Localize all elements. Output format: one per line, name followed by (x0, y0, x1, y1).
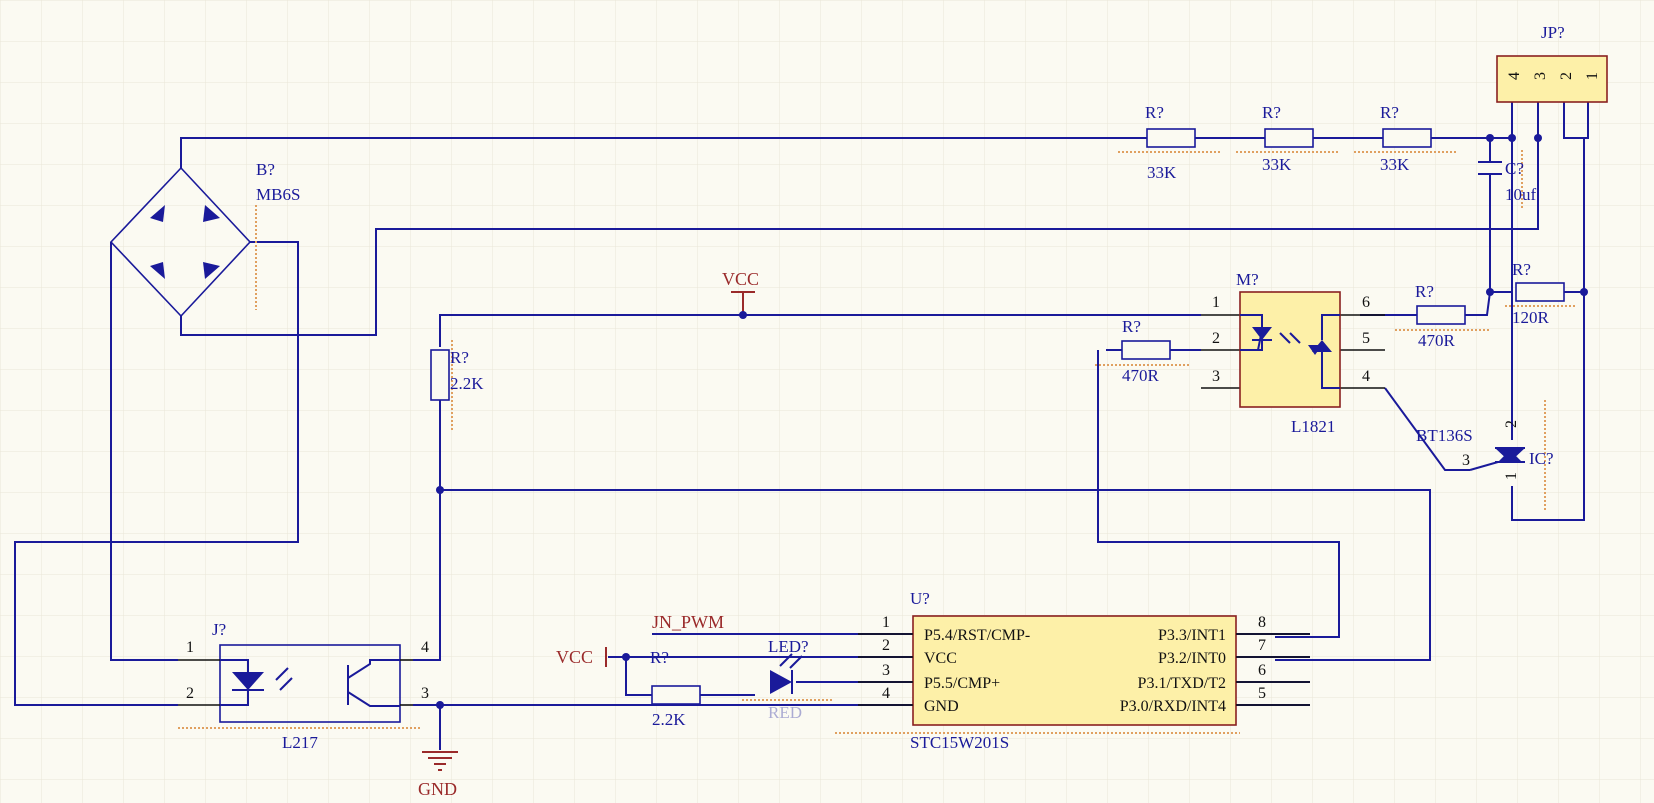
mcu-pin-name: P3.2/INT0 (1158, 650, 1226, 667)
capacitor-designator: C? (1505, 159, 1524, 178)
gnd-symbol[interactable]: GND (418, 751, 458, 799)
mcu-pin-number: 2 (882, 637, 890, 654)
mcu-pin-name: P3.3/INT1 (1158, 627, 1226, 644)
mcu-pin-name: P3.1/TXD/T2 (1138, 675, 1226, 692)
resistor-33k-3[interactable]: R? 33K (1354, 103, 1458, 174)
j-pin2-label: 2 (186, 685, 194, 702)
gnd-label: GND (418, 779, 457, 799)
mcu-pin-number: 6 (1258, 662, 1266, 679)
m-pin3-label: 3 (1212, 368, 1220, 385)
m-pin4-label: 4 (1362, 368, 1370, 385)
jn-pwm-label: JN_PWM (652, 612, 724, 632)
jp-pin1-label: 1 (1584, 72, 1601, 80)
triac-part: BT136S (1416, 426, 1473, 445)
triac-bt136s[interactable]: 2 3 1 BT136S IC? (1416, 400, 1554, 510)
m-designator: M? (1236, 270, 1259, 289)
resistor-designator: R? (1145, 103, 1164, 122)
bridge-designator: B? (256, 160, 275, 179)
resistor-value: 120R (1512, 308, 1550, 327)
mcu-designator: U? (910, 589, 930, 608)
resistor-designator: R? (450, 348, 469, 367)
mcu-pin-name: VCC (924, 650, 957, 667)
triac-pin3-label: 3 (1462, 452, 1470, 469)
j-designator: J? (212, 620, 226, 639)
mcu-pin-number: 1 (882, 614, 890, 631)
j-part: L217 (282, 733, 318, 752)
m-pin6-label: 6 (1362, 294, 1370, 311)
junctions (436, 134, 1588, 709)
resistor-designator: R? (1262, 103, 1281, 122)
led-designator: LED? (768, 637, 809, 656)
resistor-designator: R? (1380, 103, 1399, 122)
mcu-pin-number: 3 (882, 662, 890, 679)
resistor-value: 2.2K (450, 374, 484, 393)
resistor-value: 470R (1122, 366, 1160, 385)
resistor-2-2k-led[interactable]: R? 2.2K (650, 648, 701, 729)
resistor-33k-2[interactable]: R? 33K (1236, 103, 1340, 174)
triac-designator: IC? (1529, 449, 1554, 468)
jn-pwm-net[interactable]: JN_PWM (652, 612, 724, 632)
mcu-pin-number: 5 (1258, 685, 1266, 702)
resistor-value: 33K (1147, 163, 1177, 182)
triac-pin1-label: 1 (1503, 472, 1520, 480)
bridge-rectifier[interactable]: B? MB6S (109, 160, 300, 318)
resistor-value: 33K (1262, 155, 1292, 174)
capacitor-10uf[interactable]: C? 10uf (1478, 150, 1537, 210)
mcu-left-pins: 1 2 3 4 P5.4/RST/CMP- VCC P5.5/CMP+ GND (858, 614, 1030, 715)
mcu-part: STC15W201S (910, 733, 1009, 752)
resistor-designator: R? (1415, 282, 1434, 301)
jp-pin4-label: 4 (1506, 72, 1523, 80)
mcu-pin-name: P5.5/CMP+ (924, 675, 1000, 692)
m-part: L1821 (1291, 417, 1335, 436)
triac-pin2-label: 2 (1503, 420, 1520, 428)
capacitor-value: 10uf (1505, 185, 1537, 204)
resistor-designator: R? (1122, 317, 1141, 336)
vcc-top-label: VCC (722, 269, 759, 289)
optotriac-l1821[interactable]: 1 2 3 6 5 4 M? L1821 (1212, 270, 1370, 436)
mcu-pin-name: GND (924, 698, 959, 715)
resistor-2-2k-vertical[interactable]: R? 2.2K (430, 340, 484, 430)
mcu-stc15w201s[interactable]: 1 2 3 4 P5.4/RST/CMP- VCC P5.5/CMP+ GND … (835, 589, 1310, 752)
connector-jp[interactable]: 4 3 2 1 JP? (1496, 23, 1608, 103)
resistor-470r-left[interactable]: R? 470R (1095, 317, 1190, 385)
resistor-designator: R? (650, 648, 669, 667)
jp-designator: JP? (1541, 23, 1565, 42)
mcu-right-pins: 8 7 6 5 P3.3/INT1 P3.2/INT0 P3.1/TXD/T2 … (1120, 614, 1310, 715)
j-pin1-label: 1 (186, 639, 194, 656)
vcc-left-label: VCC (556, 647, 593, 667)
mcu-pin-name: P5.4/RST/CMP- (924, 627, 1030, 644)
j-pin3-label: 3 (421, 685, 429, 702)
resistor-designator: R? (1512, 260, 1531, 279)
m-pin2-label: 2 (1212, 330, 1220, 347)
mcu-pin-number: 7 (1258, 637, 1266, 654)
bridge-part: MB6S (256, 185, 300, 204)
resistor-120r[interactable]: R? 120R (1505, 260, 1575, 327)
resistor-value: 470R (1418, 331, 1456, 350)
vcc-port-top[interactable]: VCC (722, 269, 759, 289)
m-pin5-label: 5 (1362, 330, 1370, 347)
mcu-pin-number: 4 (882, 685, 890, 702)
mcu-pin-name: P3.0/RXD/INT4 (1120, 698, 1226, 715)
resistor-470r-right[interactable]: R? 470R (1395, 282, 1490, 350)
jp-pin3-label: 3 (1532, 72, 1549, 80)
resistor-33k-1[interactable]: R? 33K (1118, 103, 1222, 182)
led-part: RED (768, 703, 802, 722)
led-red[interactable]: LED? RED (742, 637, 832, 722)
jp-pin2-label: 2 (1558, 72, 1575, 80)
optocoupler-l217[interactable]: 1 2 4 3 J? L217 (178, 620, 429, 752)
resistor-value: 33K (1380, 155, 1410, 174)
mcu-pin-number: 8 (1258, 614, 1266, 631)
resistor-value: 2.2K (652, 710, 686, 729)
j-pin4-label: 4 (421, 639, 429, 656)
m-pin1-label: 1 (1212, 294, 1220, 311)
vcc-port-left[interactable]: VCC (556, 647, 593, 667)
